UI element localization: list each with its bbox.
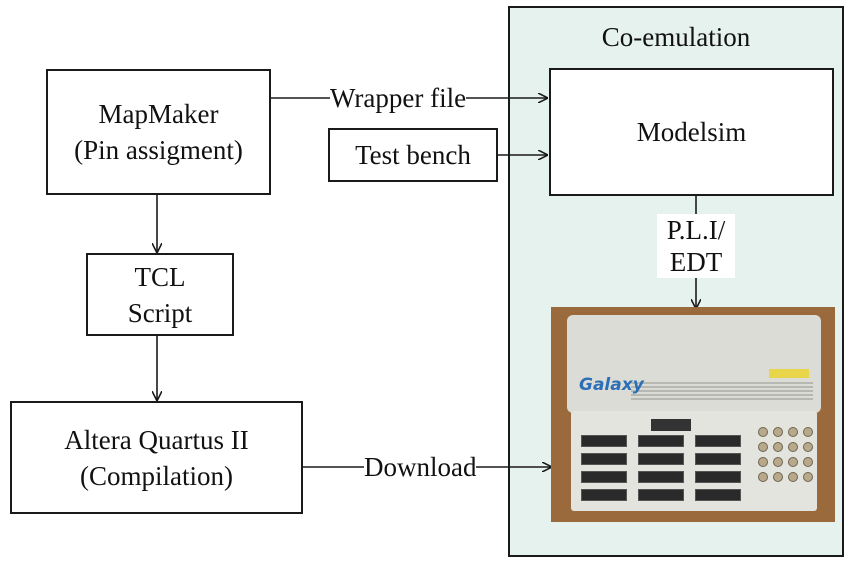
galaxy-emulator-device: Galaxy bbox=[551, 307, 835, 522]
connector-slot bbox=[638, 489, 684, 501]
mapmaker-title: MapMaker bbox=[98, 99, 219, 129]
tcl-script-box: TCL Script bbox=[86, 253, 234, 336]
quartus-box: Altera Quartus II (Compilation) bbox=[10, 401, 303, 514]
edt-label: EDT bbox=[669, 247, 723, 277]
testbench-box: Test bench bbox=[328, 128, 498, 182]
device-knob bbox=[788, 472, 798, 482]
connector-slot bbox=[695, 471, 741, 483]
testbench-label: Test bench bbox=[355, 140, 471, 170]
connector-slot bbox=[581, 453, 627, 465]
device-knob bbox=[773, 442, 783, 452]
device-brand-logo: Galaxy bbox=[579, 375, 644, 395]
download-label: Download bbox=[364, 451, 477, 483]
device-knob bbox=[788, 457, 798, 467]
connector-slot bbox=[581, 435, 627, 447]
device-sticker bbox=[769, 369, 809, 378]
wrapper-file-label: Wrapper file bbox=[330, 82, 467, 114]
mapmaker-subtitle: (Pin assigment) bbox=[74, 135, 243, 165]
connector-slot bbox=[638, 435, 684, 447]
device-knob bbox=[773, 457, 783, 467]
modelsim-label: Modelsim bbox=[636, 117, 747, 147]
pli-edt-label: P.L.I/ EDT bbox=[657, 214, 735, 278]
device-knob bbox=[758, 427, 768, 437]
connector-slot bbox=[638, 453, 684, 465]
connector-slot bbox=[638, 471, 684, 483]
connector-slot bbox=[695, 453, 741, 465]
device-knob-panel bbox=[758, 427, 813, 482]
tcl-label-line2: Script bbox=[127, 297, 193, 328]
device-knob bbox=[758, 442, 768, 452]
device-display bbox=[651, 419, 691, 431]
device-knob bbox=[803, 442, 813, 452]
pli-label: P.L.I/ bbox=[666, 215, 726, 245]
connector-slot bbox=[695, 489, 741, 501]
device-knob bbox=[803, 427, 813, 437]
quartus-subtitle: (Compilation) bbox=[80, 460, 233, 491]
device-knob bbox=[803, 457, 813, 467]
connector-slot bbox=[581, 489, 627, 501]
device-knob bbox=[773, 427, 783, 437]
device-knob bbox=[788, 442, 798, 452]
device-knob bbox=[758, 457, 768, 467]
co-emulation-title: Co-emulation bbox=[601, 22, 751, 52]
tcl-label-line1: TCL bbox=[134, 261, 186, 292]
device-knob bbox=[788, 427, 798, 437]
mapmaker-box: MapMaker (Pin assigment) bbox=[46, 69, 271, 195]
device-connector-slots bbox=[581, 435, 741, 501]
device-knob bbox=[773, 472, 783, 482]
device-knob bbox=[758, 472, 768, 482]
connector-slot bbox=[695, 435, 741, 447]
device-knob bbox=[803, 472, 813, 482]
modelsim-box: Modelsim bbox=[549, 68, 834, 196]
quartus-title: Altera Quartus II bbox=[64, 424, 249, 455]
connector-slot bbox=[581, 471, 627, 483]
device-vent-stripe bbox=[631, 382, 813, 400]
